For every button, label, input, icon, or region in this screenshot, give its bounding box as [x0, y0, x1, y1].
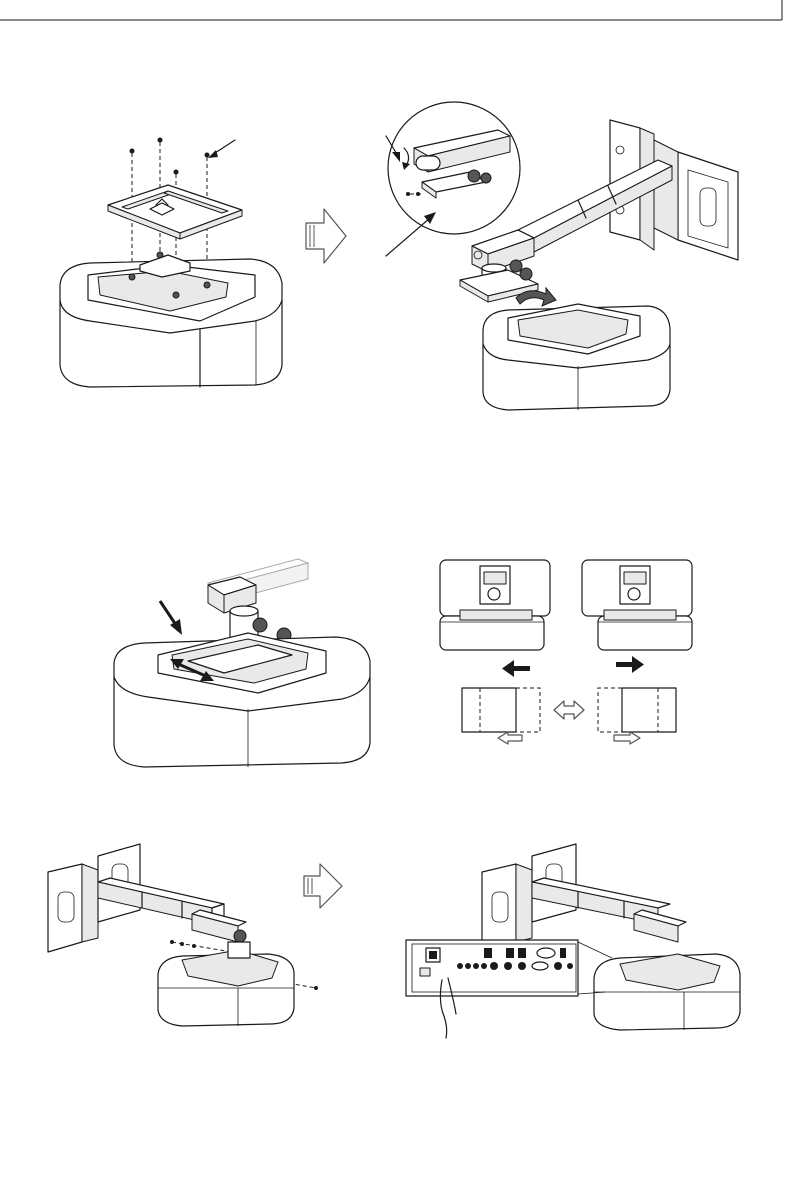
step4-shift-diagram-figure — [436, 558, 696, 744]
arm-icon — [208, 559, 308, 642]
swap-arrow-icon — [554, 701, 584, 719]
projector-icon — [594, 954, 740, 1030]
step2-attach-arm-figure — [378, 100, 758, 412]
step1-attach-plate-figure — [50, 125, 300, 395]
pointer-arrow-icon — [160, 601, 182, 635]
pointer-arrow-icon — [208, 140, 235, 158]
projector-icon — [60, 252, 282, 387]
right-arrow-icon — [616, 656, 644, 673]
step3-slide-adjust-figure — [108, 555, 376, 773]
zoom-detail-icon — [388, 102, 520, 234]
projector-icon — [440, 560, 550, 650]
left-arrow-icon — [498, 732, 522, 744]
projector-icon — [158, 942, 294, 1026]
projector-icon — [114, 633, 370, 767]
screen-frame-icon — [462, 688, 540, 732]
mount-plate-icon — [108, 185, 242, 239]
step5-secure-screws-figure — [42, 842, 324, 1028]
step-arrow-icon — [300, 205, 350, 267]
screen-frame-icon — [598, 688, 676, 732]
step6-cable-connection-figure — [398, 842, 744, 1042]
projector-icon — [582, 560, 692, 650]
right-arrow-icon — [614, 732, 640, 744]
io-panel-icon — [406, 940, 612, 996]
left-arrow-icon — [502, 660, 530, 677]
step-arrow-icon — [300, 860, 346, 912]
projector-icon — [483, 304, 670, 410]
crop-mark — [0, 0, 794, 60]
